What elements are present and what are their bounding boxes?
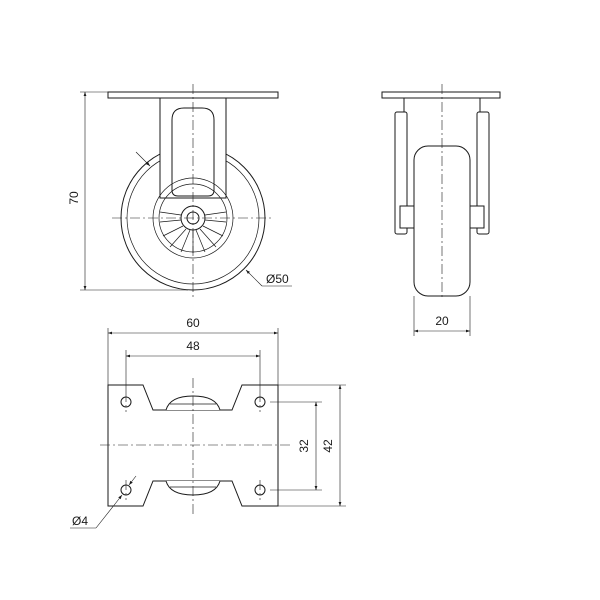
top-view: 60 48 32 42 Ø4	[70, 316, 346, 529]
side-bracket-right	[476, 111, 490, 235]
dim-wheel-diameter: Ø50	[266, 272, 289, 286]
dim-plate-width: 60	[186, 316, 200, 330]
side-axle-bolt-left	[399, 205, 415, 229]
dim-hole-spacing-x: 48	[186, 339, 200, 353]
dim-hole-diameter: Ø4	[72, 514, 88, 528]
dim-hole-spacing-y: 32	[297, 439, 311, 453]
dim-plate-depth: 42	[321, 439, 335, 453]
side-bracket-left	[394, 111, 408, 235]
dim-total-height: 70	[67, 191, 81, 205]
front-view: 70 Ø50	[67, 84, 292, 300]
dim-wheel-width: 20	[435, 314, 449, 328]
side-mounting-plate	[381, 91, 501, 99]
side-view: 20	[381, 84, 501, 336]
side-axle-bolt-right	[469, 205, 485, 229]
